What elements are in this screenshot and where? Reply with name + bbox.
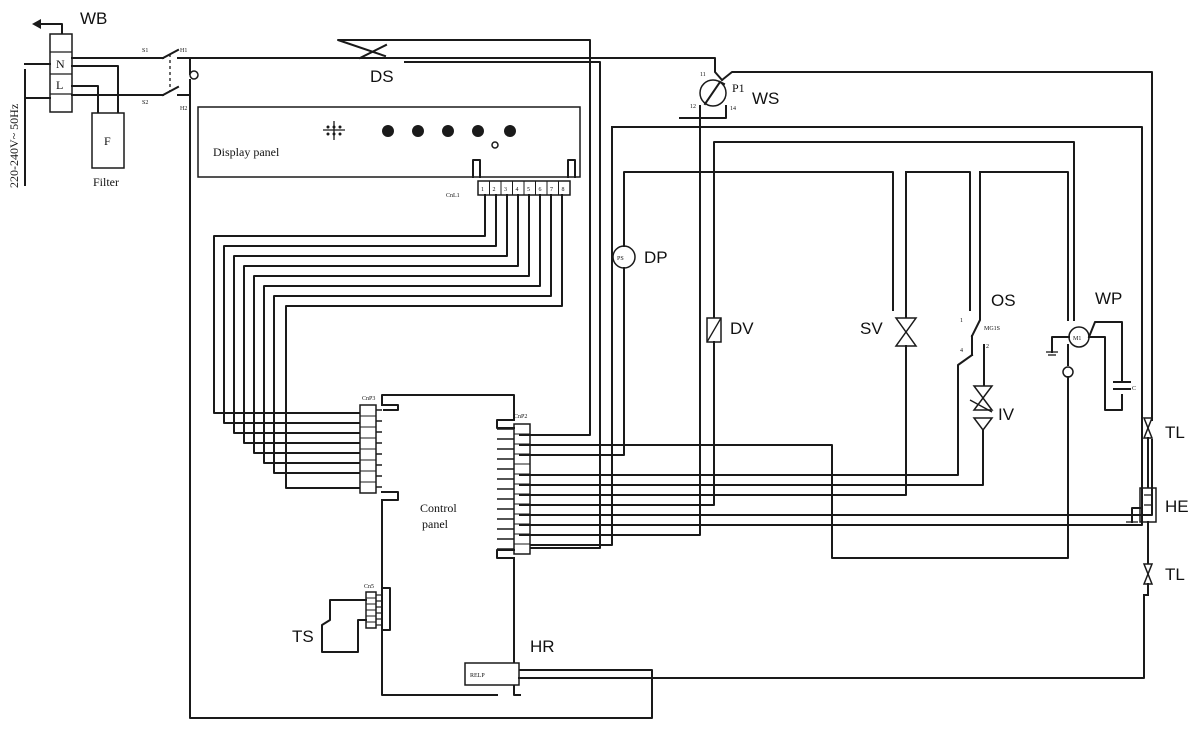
os-terminal-1: 1 <box>960 318 963 324</box>
dv-label: DV <box>730 319 754 338</box>
button-4-icon <box>472 125 484 137</box>
door-switch: DS <box>337 39 601 549</box>
button-5-icon <box>504 125 516 137</box>
power-indicator-icon <box>491 141 499 149</box>
cnp3-label: CnP3 <box>362 396 375 402</box>
cnl1-pin-7: 7 <box>550 187 553 193</box>
wp-label: WP <box>1095 289 1122 308</box>
svg-text:H2: H2 <box>180 106 187 112</box>
ws-terminal-14: 14 <box>730 106 736 112</box>
he-label: HE <box>1165 497 1189 516</box>
filter-box <box>91 112 125 169</box>
ts-connector-label: Cn5 <box>364 584 374 590</box>
overflow-switch: 1 2 4 MG1S OS <box>519 171 1069 476</box>
cnl1-pins: 1 2 3 4 5 6 7 8 <box>477 181 565 195</box>
svg-text:S1: S1 <box>142 48 148 54</box>
supply-voltage-label: 220-240V~ 50Hz <box>7 104 21 188</box>
ws-pin: P1 <box>732 81 745 95</box>
filter: F Filter <box>91 112 125 189</box>
drain-valve: DV <box>519 141 1075 506</box>
inlet-valve: IV <box>519 385 1015 486</box>
os-label: OS <box>991 291 1016 310</box>
iv-label: IV <box>998 405 1015 424</box>
wb-label: WB <box>80 9 107 28</box>
dp-label: DP <box>644 248 668 267</box>
control-panel: Control panel CnP3 CnP2 Cn5 <box>359 394 531 696</box>
pressure-switch: PS DP <box>519 171 894 456</box>
svg-text:S2: S2 <box>142 100 148 106</box>
os-terminal-2: 2 <box>986 344 989 350</box>
wp-motor: M1 <box>1073 336 1081 342</box>
display-ribbon-wires <box>213 194 563 489</box>
button-1-icon <box>382 125 394 137</box>
ws-terminal-11: 11 <box>700 72 706 78</box>
display-panel-title: Display panel <box>213 145 280 159</box>
hr-label: HR <box>530 637 555 656</box>
dp-symbol: PS <box>617 256 624 262</box>
water-switch: 11 12 14 P1 WS <box>679 71 1153 421</box>
os-model: MG1S <box>984 326 1000 332</box>
display-led-grid-icon <box>323 121 345 140</box>
power-supply: 220-240V~ 50Hz WB N L <box>7 9 164 188</box>
solenoid-valve: SV <box>519 171 971 496</box>
svg-text:H1: H1 <box>180 48 187 54</box>
ds-label: DS <box>370 67 394 86</box>
filter-letter: F <box>104 134 111 148</box>
relay-label: RELP <box>470 673 485 679</box>
cnp2-label: CnP2 <box>514 414 527 420</box>
neutral-terminal: N <box>56 57 65 71</box>
heater-relay: RELP HR <box>464 594 1145 686</box>
cnl1-pin-5: 5 <box>527 187 530 193</box>
control-panel-title-1: Control <box>420 501 457 515</box>
cnl1-pin-3: 3 <box>504 187 507 193</box>
temperature-sensor: TS <box>292 599 367 653</box>
tl-bottom-icon <box>1142 563 1154 577</box>
filter-caption: Filter <box>93 175 119 189</box>
cnl1-pin-4: 4 <box>516 187 519 193</box>
sv-label: SV <box>860 319 883 338</box>
ws-terminal-12: 12 <box>690 104 696 110</box>
cnl1-pin-6: 6 <box>539 187 542 193</box>
wb-arrow-icon <box>32 19 41 29</box>
cnl1-pin-2: 2 <box>493 187 496 193</box>
wb-terminal-block <box>49 33 73 113</box>
button-2-icon <box>412 125 424 137</box>
cnl1-connector: CnL1 1 2 3 4 5 6 7 8 <box>446 180 571 199</box>
button-3-icon <box>442 125 454 137</box>
control-panel-title-2: panel <box>422 517 449 531</box>
live-terminal: L <box>56 78 63 92</box>
main-switch: S1 S2 H1 H2 <box>142 48 199 112</box>
tl-top-label: TL <box>1165 423 1185 442</box>
display-panel: Display panel <box>197 106 581 178</box>
cnl1-pin-8: 8 <box>562 187 565 193</box>
ts-label: TS <box>292 627 314 646</box>
cnl1-pin-1: 1 <box>481 187 484 193</box>
ws-label: WS <box>752 89 779 108</box>
cnl1-label: CnL1 <box>446 193 460 199</box>
tl-bottom-label: TL <box>1165 565 1185 584</box>
wp-capacitor: C <box>1132 386 1136 392</box>
wash-pump: M1 WP C <box>519 289 1136 559</box>
tl-top-icon <box>1142 417 1154 431</box>
os-terminal-4: 4 <box>960 348 963 354</box>
heater-circuit: TL HE TL <box>1126 417 1189 596</box>
